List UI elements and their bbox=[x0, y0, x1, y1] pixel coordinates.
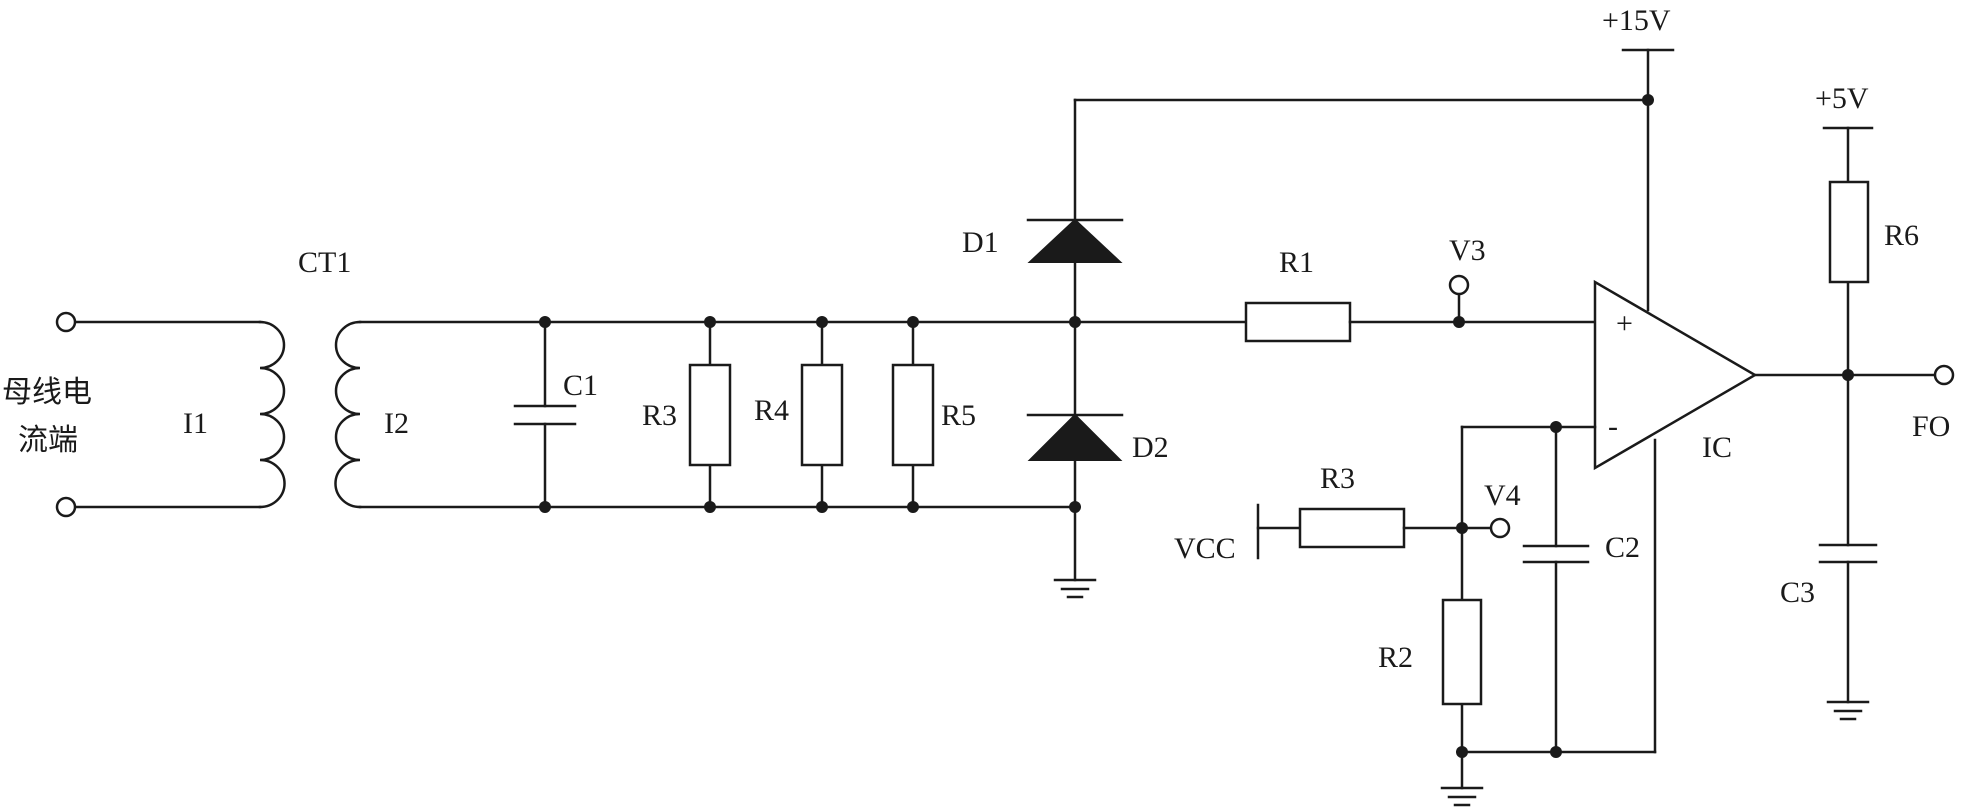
resistor-r2 bbox=[1443, 600, 1481, 704]
secondary-winding bbox=[335, 322, 360, 507]
capacitor-c1 bbox=[515, 322, 575, 507]
terminal-v4 bbox=[1491, 519, 1509, 537]
label-r3-left: R3 bbox=[642, 399, 677, 432]
label-bus-current-line1: 母线电 bbox=[2, 375, 92, 410]
label-r4: R4 bbox=[754, 394, 789, 427]
junction-dot bbox=[539, 316, 551, 328]
resistor-r1 bbox=[1246, 303, 1350, 341]
inverting-network bbox=[1258, 427, 1655, 805]
junction-dot bbox=[816, 501, 828, 513]
label-inverting-sign: - bbox=[1608, 410, 1618, 443]
junction-dot bbox=[1456, 522, 1468, 534]
resistor-r5-body bbox=[893, 365, 933, 465]
label-fo: FO bbox=[1912, 410, 1950, 443]
resistor-r5 bbox=[893, 322, 933, 507]
label-ct1: CT1 bbox=[298, 246, 351, 279]
output-terminal-fo bbox=[1935, 366, 1953, 384]
input-terminal-bottom bbox=[57, 498, 75, 516]
output-column bbox=[1820, 128, 1876, 719]
label-d1: D1 bbox=[962, 226, 999, 259]
junction-dot bbox=[1550, 746, 1562, 758]
resistor-r4 bbox=[802, 322, 842, 507]
input-terminal-top bbox=[57, 313, 75, 331]
label-plus-5v: +5V bbox=[1815, 82, 1869, 115]
resistor-r6 bbox=[1830, 182, 1868, 282]
junction-dot bbox=[907, 316, 919, 328]
ground-symbol-1 bbox=[1055, 580, 1095, 597]
label-noninverting-sign: + bbox=[1616, 307, 1633, 340]
junction-dot bbox=[704, 501, 716, 513]
junction-dot bbox=[1453, 316, 1465, 328]
junction-dot bbox=[704, 316, 716, 328]
label-bus-current-line2: 流端 bbox=[18, 423, 78, 458]
diode-d2-triangle bbox=[1030, 415, 1120, 460]
label-ic: IC bbox=[1702, 431, 1732, 464]
label-i2: I2 bbox=[384, 407, 409, 440]
transformer-ct1 bbox=[57, 313, 360, 516]
label-c3: C3 bbox=[1780, 576, 1815, 609]
label-v3: V3 bbox=[1449, 234, 1486, 267]
label-i1: I1 bbox=[183, 407, 208, 440]
resistor-r4-body bbox=[802, 365, 842, 465]
label-r3-bottom: R3 bbox=[1320, 462, 1355, 495]
junction-dot bbox=[1550, 421, 1562, 433]
junction-dot bbox=[1069, 316, 1081, 328]
primary-winding bbox=[260, 322, 285, 507]
label-c1: C1 bbox=[563, 369, 598, 402]
resistor-r3-bottom bbox=[1300, 509, 1404, 547]
diode-d1-triangle bbox=[1030, 220, 1120, 262]
junction-dot bbox=[907, 501, 919, 513]
label-r2: R2 bbox=[1378, 641, 1413, 674]
junction-dot bbox=[816, 316, 828, 328]
label-r1: R1 bbox=[1279, 246, 1314, 279]
terminal-v3 bbox=[1450, 276, 1468, 294]
label-d2: D2 bbox=[1132, 431, 1169, 464]
test-point-v3 bbox=[1450, 276, 1468, 322]
resistor-r3-left bbox=[690, 322, 730, 507]
junction-dot bbox=[1456, 746, 1468, 758]
junction-dot bbox=[1069, 501, 1081, 513]
junction-dot bbox=[1842, 369, 1854, 381]
label-c2: C2 bbox=[1605, 531, 1640, 564]
junction-dot bbox=[539, 501, 551, 513]
resistor-r3-left-body bbox=[690, 365, 730, 465]
label-r6: R6 bbox=[1884, 219, 1919, 252]
label-plus-15v: +15V bbox=[1602, 4, 1671, 37]
label-v4: V4 bbox=[1484, 479, 1521, 512]
label-vcc: VCC bbox=[1174, 532, 1236, 565]
junction-dot bbox=[1642, 94, 1654, 106]
label-r5: R5 bbox=[941, 399, 976, 432]
